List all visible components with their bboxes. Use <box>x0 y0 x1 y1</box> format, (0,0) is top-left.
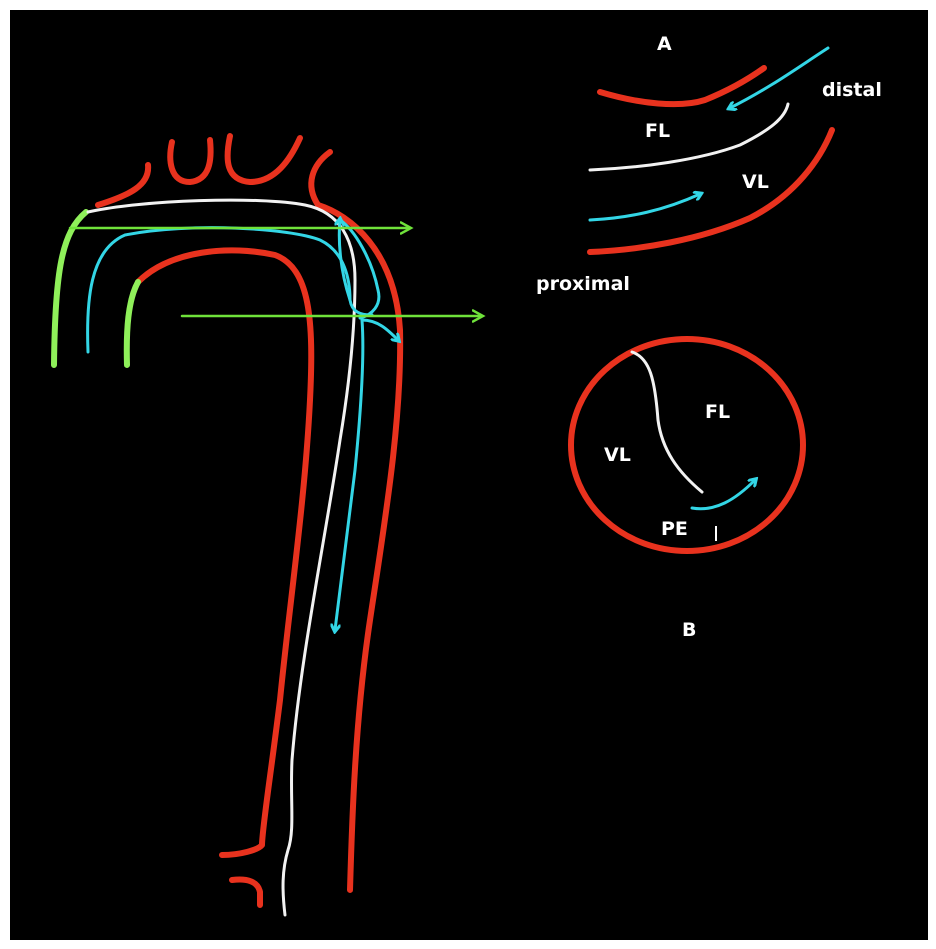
detail-a-title: A <box>657 33 672 55</box>
detail-a-proximal-flow <box>590 194 700 220</box>
detail-b-pe-label: PE <box>661 518 688 540</box>
detail-a-intimal-flap <box>590 104 788 170</box>
detail-b-vl-label: VL <box>604 444 631 466</box>
ascending-aorta-wall-inner <box>127 282 138 365</box>
detail-b-flow <box>692 480 755 509</box>
detail-a-distal-label: distal <box>822 79 882 101</box>
aortic-dissection-diagram: A distal proximal FL VL FL VL PE <box>10 10 928 940</box>
ascending-aorta-wall-outer <box>54 212 86 365</box>
branch-vessel-left <box>98 165 148 205</box>
diagram-canvas: A distal proximal FL VL FL VL PE <box>10 10 928 940</box>
detail-a-vl-label: VL <box>742 171 769 193</box>
branch-vessel-1 <box>170 140 210 182</box>
outer-aortic-wall <box>318 205 400 890</box>
inner-aortic-wall <box>138 250 311 855</box>
detail-b-intimal-flap <box>632 352 702 492</box>
branch-vessel-2 <box>228 136 300 182</box>
aorta-drawing <box>54 136 482 915</box>
detail-a-upper-wall <box>600 68 764 104</box>
detail-b-title: B <box>682 619 696 641</box>
detail-b-fl-label: FL <box>705 401 730 423</box>
detail-a: A distal proximal FL VL <box>536 33 882 295</box>
detail-a-lower-wall <box>590 130 832 252</box>
lower-branch-vessel <box>232 880 260 906</box>
detail-b: FL VL PE B <box>571 339 803 641</box>
detail-a-proximal-label: proximal <box>536 273 630 295</box>
branch-vessel-3 <box>311 152 330 205</box>
true-lumen-flow <box>88 228 372 352</box>
false-lumen-flow <box>362 320 398 340</box>
detail-a-fl-label: FL <box>645 120 670 142</box>
